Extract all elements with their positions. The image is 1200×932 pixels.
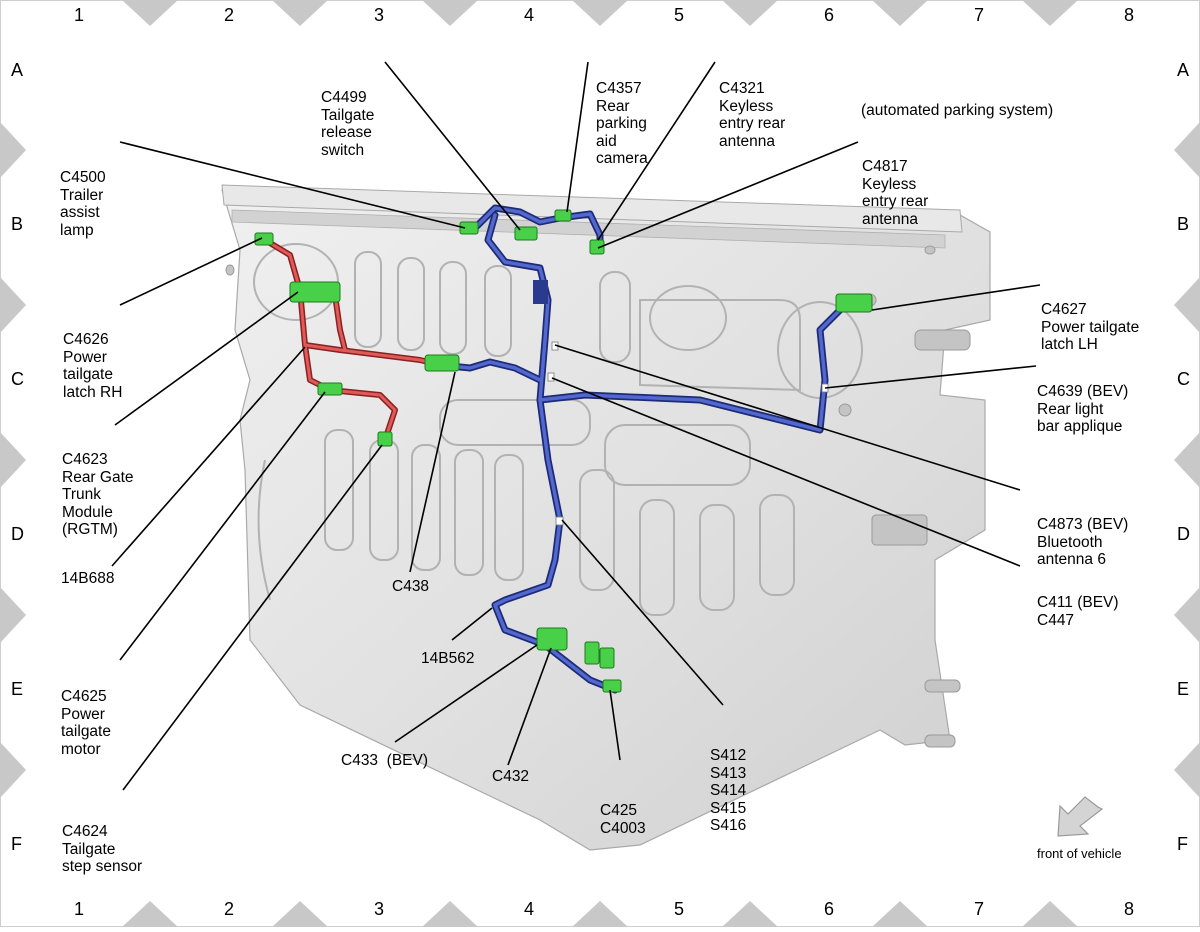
connector-c438 — [424, 354, 460, 372]
grid-col-8-top: 8 — [1124, 5, 1135, 25]
tailgate-panel — [221, 184, 991, 851]
connector-c4499 — [514, 226, 538, 241]
connector-c4623 — [289, 281, 341, 303]
label-c411: C411 (BEV)C447 — [1037, 594, 1119, 629]
grid-col-6-bottom: 6 — [824, 899, 835, 919]
connector-c4357 — [554, 209, 572, 222]
grid-col-5-top: 5 — [674, 5, 685, 25]
label-front-of-vehicle: front of vehicle — [1037, 846, 1122, 861]
connector-c4500 — [459, 221, 479, 235]
grid-row-a-left: A — [11, 60, 24, 80]
connector-c4625 — [317, 382, 343, 396]
label-c433: C433 (BEV) — [341, 752, 429, 769]
grid-col-1-top: 1 — [74, 5, 85, 25]
connector-c4003 — [599, 647, 615, 669]
grid-row-d-left: D — [11, 524, 24, 544]
connector-c4626 — [254, 232, 274, 246]
label-c432: C432 — [492, 768, 530, 785]
harness-clip — [533, 280, 548, 304]
grid-col-7-bottom: 7 — [974, 899, 985, 919]
grid-row-b-left: B — [11, 214, 24, 234]
connector-c432 — [536, 627, 568, 651]
grid-col-1-bottom: 1 — [74, 899, 85, 919]
grid-row-d-right: D — [1177, 524, 1190, 544]
grid-row-e-right: E — [1177, 679, 1190, 699]
grid-col-6-top: 6 — [824, 5, 835, 25]
grid-row-c-left: C — [11, 369, 24, 389]
connector-c411 — [547, 372, 555, 382]
label-14b562: 14B562 — [421, 650, 475, 667]
grid-row-c-right: C — [1177, 369, 1190, 389]
grid-col-2-bottom: 2 — [224, 899, 235, 919]
label-14b688: 14B688 — [61, 570, 115, 587]
grid-col-7-top: 7 — [974, 5, 985, 25]
grid-col-3-bottom: 3 — [374, 899, 385, 919]
connector-c425 — [584, 641, 600, 665]
front-of-vehicle-arrow-icon — [1057, 796, 1104, 837]
connector-c433 — [602, 679, 622, 693]
grid-row-b-right: B — [1177, 214, 1190, 234]
label-c438: C438 — [392, 578, 430, 595]
grid-col-5-bottom: 5 — [674, 899, 685, 919]
grid-col-3-top: 3 — [374, 5, 385, 25]
grid-row-f-right: F — [1177, 834, 1188, 854]
leader-lines — [111, 61, 1041, 791]
grid-col-8-bottom: 8 — [1124, 899, 1135, 919]
grid-row-a-right: A — [1177, 60, 1190, 80]
grid-col-4-bottom: 4 — [524, 899, 535, 919]
connector-c4627 — [835, 293, 873, 313]
label-aps-note: (automated parking system) — [861, 102, 1054, 119]
grid-col-2-top: 2 — [224, 5, 235, 25]
grid-col-4-top: 4 — [524, 5, 535, 25]
connector-c4321 — [589, 239, 605, 255]
grid-row-f-left: F — [11, 834, 22, 854]
connector-c4624 — [377, 431, 393, 447]
grid-row-e-left: E — [11, 679, 24, 699]
